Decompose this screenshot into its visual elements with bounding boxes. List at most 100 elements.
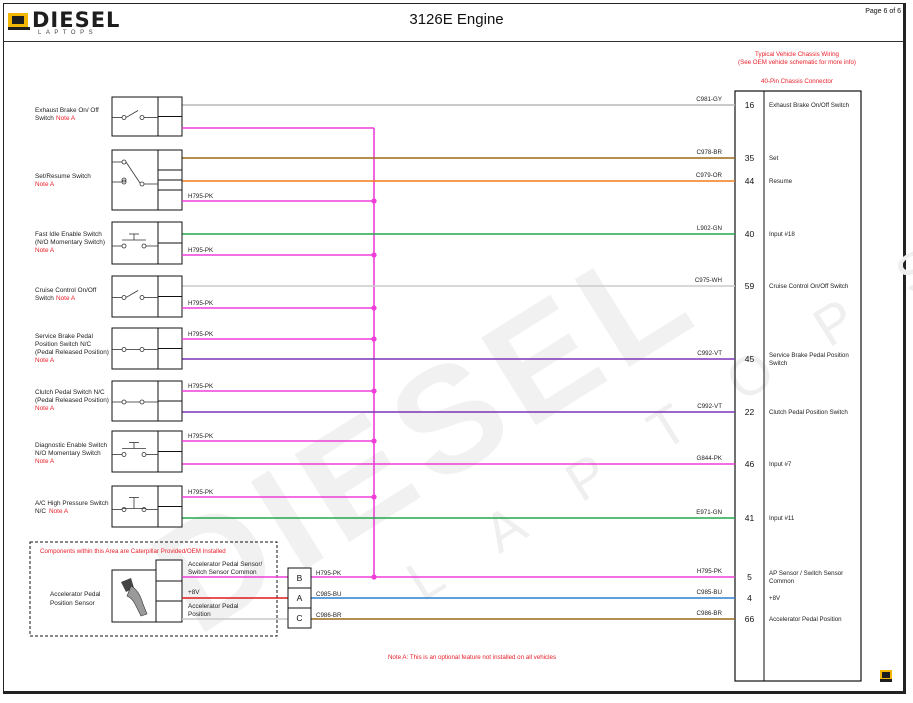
splice-dot: [371, 336, 377, 342]
note-a-label: Note A: [49, 508, 69, 515]
sensor-pin-label-1a: Accelerator Pedal Sensor/: [188, 561, 262, 568]
switch-body: [111, 96, 159, 137]
switch-symbol-icon: [112, 110, 158, 120]
pin-number: 16: [745, 100, 755, 110]
switch-label: N/C: [35, 508, 46, 515]
sensor-wire-label-1: H795-PK: [316, 570, 342, 577]
wire-code-label: C992-VT: [697, 403, 722, 410]
switch-body: [111, 380, 159, 422]
common-wire-label: H795-PK: [188, 433, 214, 440]
pin-number: 46: [745, 459, 755, 469]
wire-code-label: C992-VT: [697, 350, 722, 357]
common-wire-label: H795-PK: [188, 331, 214, 338]
sensor-pin-label-2: +8V: [188, 589, 200, 596]
pin-function-line2: Common: [769, 578, 795, 585]
wire-code-label: L902-GN: [697, 225, 722, 232]
switch-body: [111, 275, 159, 318]
pin-number: 66: [745, 614, 755, 624]
pin-function: Accelerator Pedal Position: [769, 616, 842, 623]
switch-label: N/O Momentary Switch: [35, 450, 101, 457]
page-number: Page 6 of 6: [865, 8, 901, 15]
sensor-name-line1: Accelerator Pedal: [50, 591, 100, 598]
sensor-name-line2: Position Sensor: [50, 600, 96, 607]
pin-number: 59: [745, 281, 755, 291]
switch-label: Cruise Control On/Off: [35, 287, 97, 294]
switch-label: (N/O Momentary Switch): [35, 239, 105, 246]
common-wire-label: H795-PK: [188, 300, 214, 307]
header-divider: [4, 41, 903, 42]
splice-dot: [371, 252, 377, 258]
pin-function: Resume: [769, 178, 793, 185]
splice-dot: [371, 494, 377, 500]
sensor-pin-block: [155, 559, 183, 623]
pin-number: 35: [745, 153, 755, 163]
sensor-pin-label-3a: Accelerator Pedal: [188, 603, 238, 610]
wire-code-label: C986-BR: [697, 610, 723, 617]
splice-dot: [371, 438, 377, 444]
pin-number: 41: [745, 513, 755, 523]
pin-function: Cruise Control On/Off Switch: [769, 283, 849, 290]
wire-code-label: C975-WH: [695, 277, 722, 284]
pin-function: Service Brake Pedal Position: [769, 352, 849, 359]
page-title: 3126E Engine: [409, 11, 504, 28]
switch-body: [111, 485, 159, 528]
chassis-connector: [734, 90, 862, 682]
pin-number: 5: [747, 572, 752, 582]
common-wire-label: H795-PK: [188, 489, 214, 496]
switch-label: Set/Resume Switch: [35, 173, 91, 180]
pin-function: Input #11: [769, 515, 795, 522]
switch-body: [111, 327, 159, 370]
switch-label: Service Brake Pedal: [35, 333, 93, 340]
sensor-wire-label-2: C985-BU: [316, 591, 341, 598]
truck-icon: [8, 13, 30, 30]
note-a-label: Note A: [35, 247, 55, 254]
pin-number: 45: [745, 354, 755, 364]
note-a-label: Note A: [35, 357, 55, 364]
switch-symbol-icon: [112, 159, 158, 187]
sensor-pin-label-3b: Position: [188, 611, 211, 618]
switch-symbol-icon: [112, 399, 158, 405]
wire-code-label: G844-PK: [697, 455, 723, 462]
switch-symbol-icon: [112, 442, 158, 457]
switch-label: A/C High Pressure Switch: [35, 500, 109, 507]
switch-symbol-icon: [112, 290, 158, 300]
oem-area-note: Components within this Area are Caterpil…: [40, 548, 226, 555]
diesel-laptops-logo: DIESEL LAPTOPS: [8, 8, 128, 36]
switch-body: [111, 221, 159, 265]
switch-symbol-icon: [112, 233, 158, 249]
switch-label: Switch: [35, 295, 54, 302]
switch-body: [111, 149, 159, 211]
switch-label: Exhaust Brake On/ Off: [35, 107, 99, 114]
sensor-connector: [287, 567, 312, 629]
switch-label: Clutch Pedal Switch N/C: [35, 389, 105, 396]
footnote: Note A: This is an optional feature not …: [388, 654, 556, 661]
chassis-note: Typical Vehicle Chassis Wiring: [755, 51, 839, 58]
note-a-label: Note A: [35, 405, 55, 412]
pin-function: Input #18: [769, 231, 795, 238]
pin-function: +8V: [769, 595, 781, 602]
switch-body: [111, 430, 159, 473]
wire-code-label: C985-BU: [697, 589, 722, 596]
common-wire-label: H795-PK: [188, 383, 214, 390]
splice-dot: [371, 198, 377, 204]
splice-dot: [371, 305, 377, 311]
switch-label: Diagnostic Enable Switch: [35, 442, 108, 449]
note-a-label: Note A: [56, 115, 76, 122]
sensor-pin-label-1b: Switch Sensor Common: [188, 569, 257, 576]
logo-word: DIESEL: [32, 8, 121, 32]
wire-code-label: C979-OR: [696, 172, 723, 179]
wire-code-label: C981-GY: [696, 96, 722, 103]
conn-pin-b: B: [297, 573, 303, 583]
pin-number: 40: [745, 229, 755, 239]
switch-symbol-icon: [112, 497, 158, 512]
switch-label: (Pedal Released Position): [35, 349, 109, 356]
wire-code-label: H795-PK: [697, 568, 723, 575]
oem-area-box: [29, 541, 278, 637]
note-a-label: Note A: [35, 181, 55, 188]
